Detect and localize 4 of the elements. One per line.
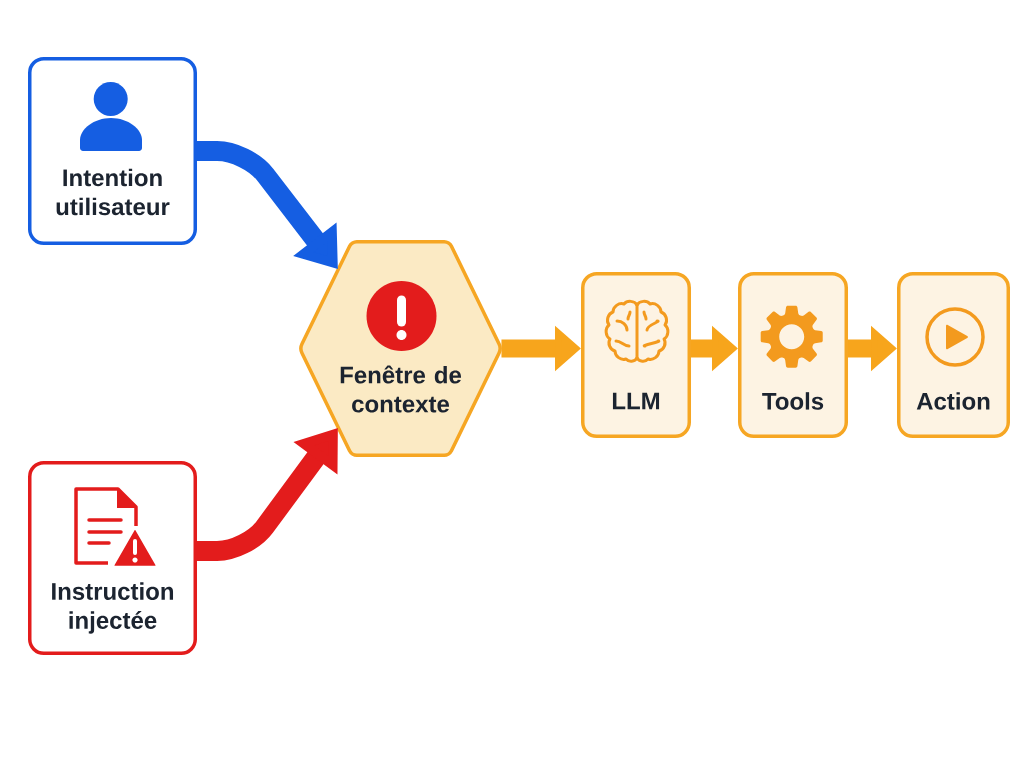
input-box: Instruction injectée xyxy=(28,461,197,655)
step-box: Action xyxy=(897,272,1010,438)
input-box: Intention utilisateur xyxy=(28,57,197,245)
step-box: LLM xyxy=(581,272,691,438)
